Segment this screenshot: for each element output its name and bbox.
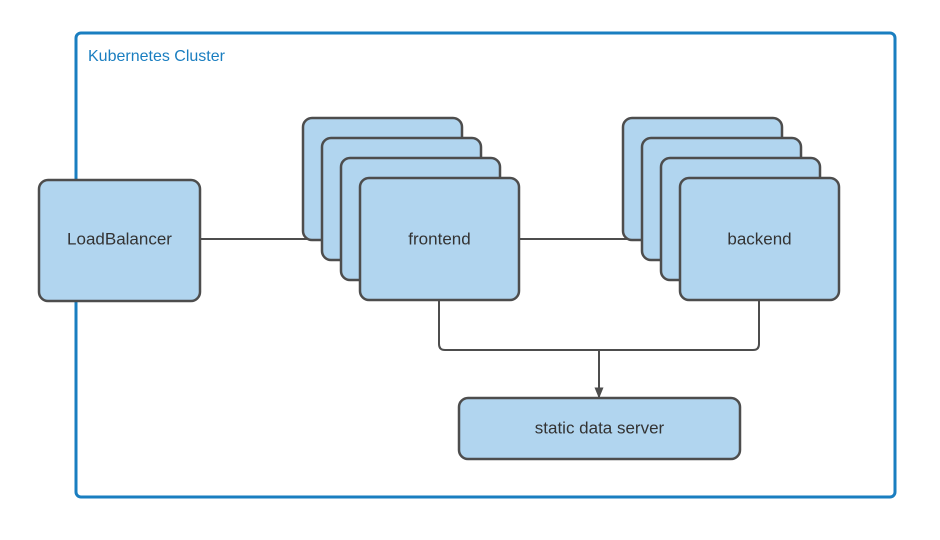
node-frontend[interactable]: frontend	[301, 116, 521, 302]
edge-frontend-to-static-data-server	[438, 300, 599, 351]
node-backend[interactable]: backend	[621, 116, 841, 302]
cluster-label: Kubernetes Cluster	[88, 48, 226, 65]
static-data-server-label: static data server	[535, 418, 665, 437]
frontend-label: frontend	[408, 229, 470, 248]
static-data-server-box[interactable]	[457, 396, 742, 461]
loadbalancer-label: LoadBalancer	[67, 229, 172, 248]
loadbalancer-box[interactable]	[37, 178, 202, 303]
edge-backend-to-static-data-server	[599, 300, 760, 351]
frontend-front-card[interactable]	[358, 176, 521, 302]
backend-label: backend	[727, 229, 791, 248]
node-static-data-server[interactable]: static data server	[457, 396, 742, 461]
node-loadbalancer[interactable]: LoadBalancer	[37, 178, 202, 303]
backend-front-card[interactable]	[678, 176, 841, 302]
